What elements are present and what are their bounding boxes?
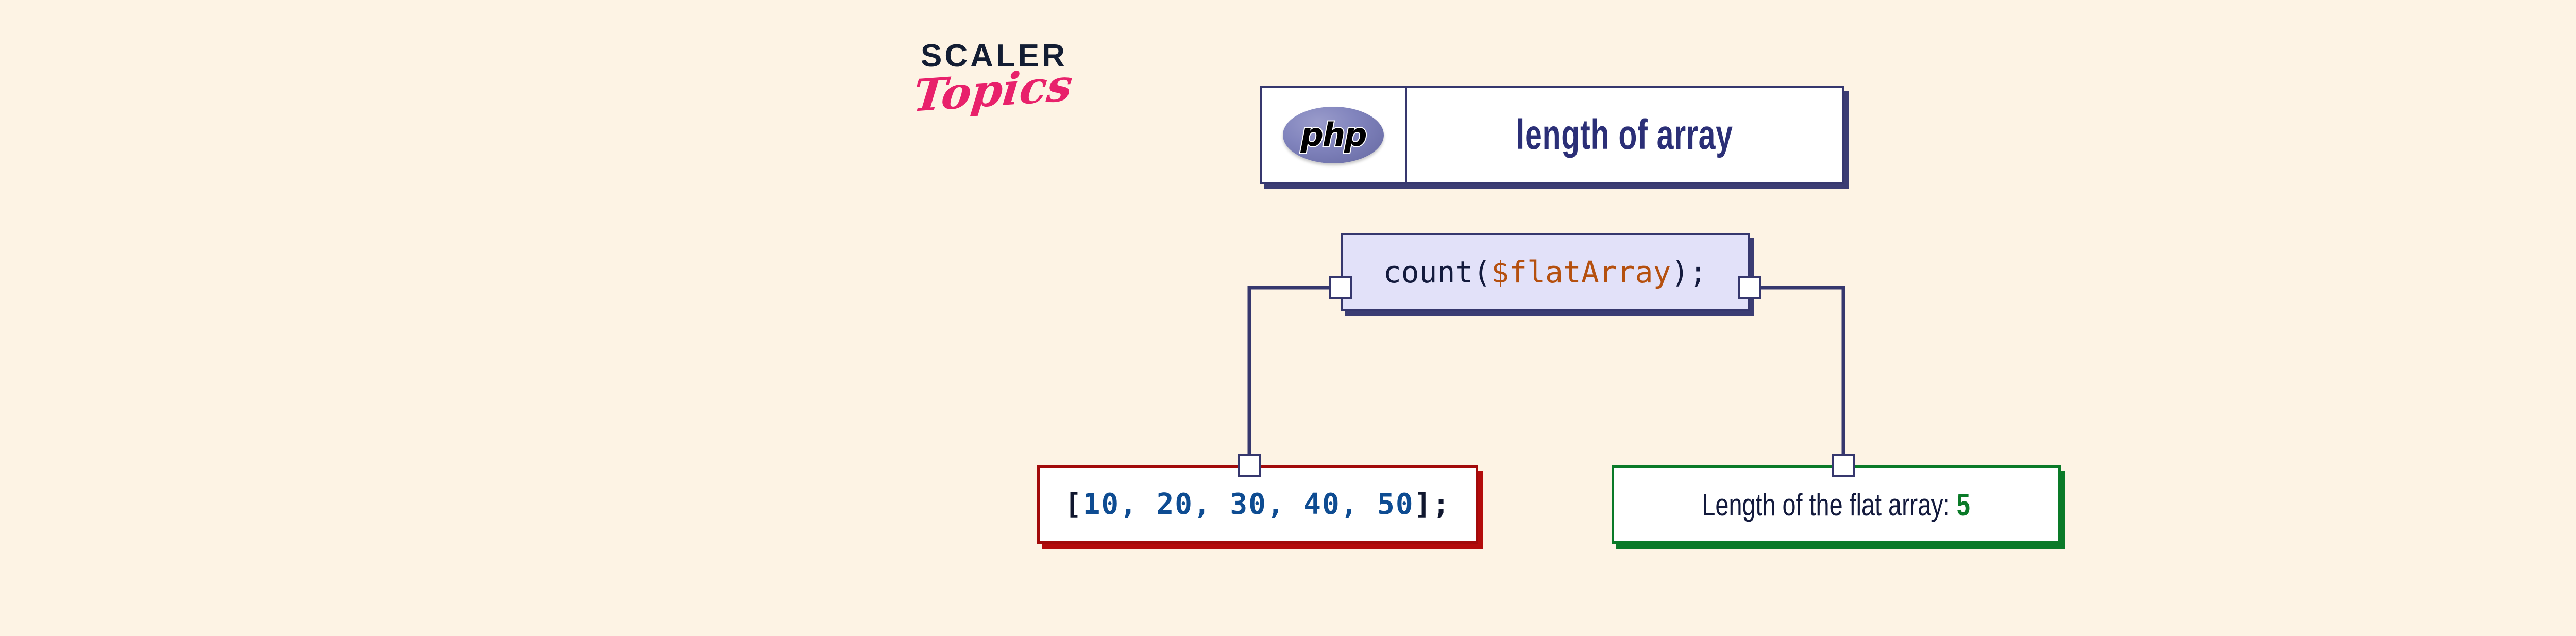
input-open-bracket: [ [1064, 488, 1083, 521]
input-array-text: [10, 20, 30, 40, 50]; [1064, 490, 1451, 519]
php-logo-cell: php [1262, 88, 1407, 182]
php-logo-icon: php [1283, 107, 1384, 163]
page-title: length of array [1516, 111, 1733, 158]
output-result-label: Length of the flat array: [1702, 487, 1951, 522]
code-node-right-connector-nub [1738, 276, 1761, 299]
title-text-cell: length of array [1407, 88, 1842, 182]
input-close-bracket: ]; [1414, 488, 1451, 521]
code-function-name: count( [1383, 255, 1492, 290]
code-node: count($flatArray); [1341, 233, 1750, 311]
title-bar: php length of array [1260, 86, 1844, 184]
output-result-node: Length of the flat array: 5 [1612, 465, 2061, 544]
output-result-node-top-connector-nub [1832, 454, 1855, 477]
output-result-value: 5 [1957, 487, 1971, 522]
php-logo-label: php [1300, 116, 1368, 154]
input-array-values: 10, 20, 30, 40, 50 [1082, 488, 1414, 521]
code-terminator: ); [1671, 255, 1707, 290]
code-node-left-connector-nub [1329, 276, 1352, 299]
code-variable-name: $flatArray [1491, 255, 1671, 290]
input-array-node: [10, 20, 30, 40, 50]; [1037, 465, 1478, 544]
input-array-node-top-connector-nub [1238, 454, 1261, 477]
code-node-text: count($flatArray); [1383, 257, 1707, 287]
output-result-text: Length of the flat array: 5 [1702, 487, 1970, 523]
brand-name-primary: SCALER [921, 38, 1067, 74]
scaler-topics-logo: SCALER Topics [911, 38, 1083, 138]
